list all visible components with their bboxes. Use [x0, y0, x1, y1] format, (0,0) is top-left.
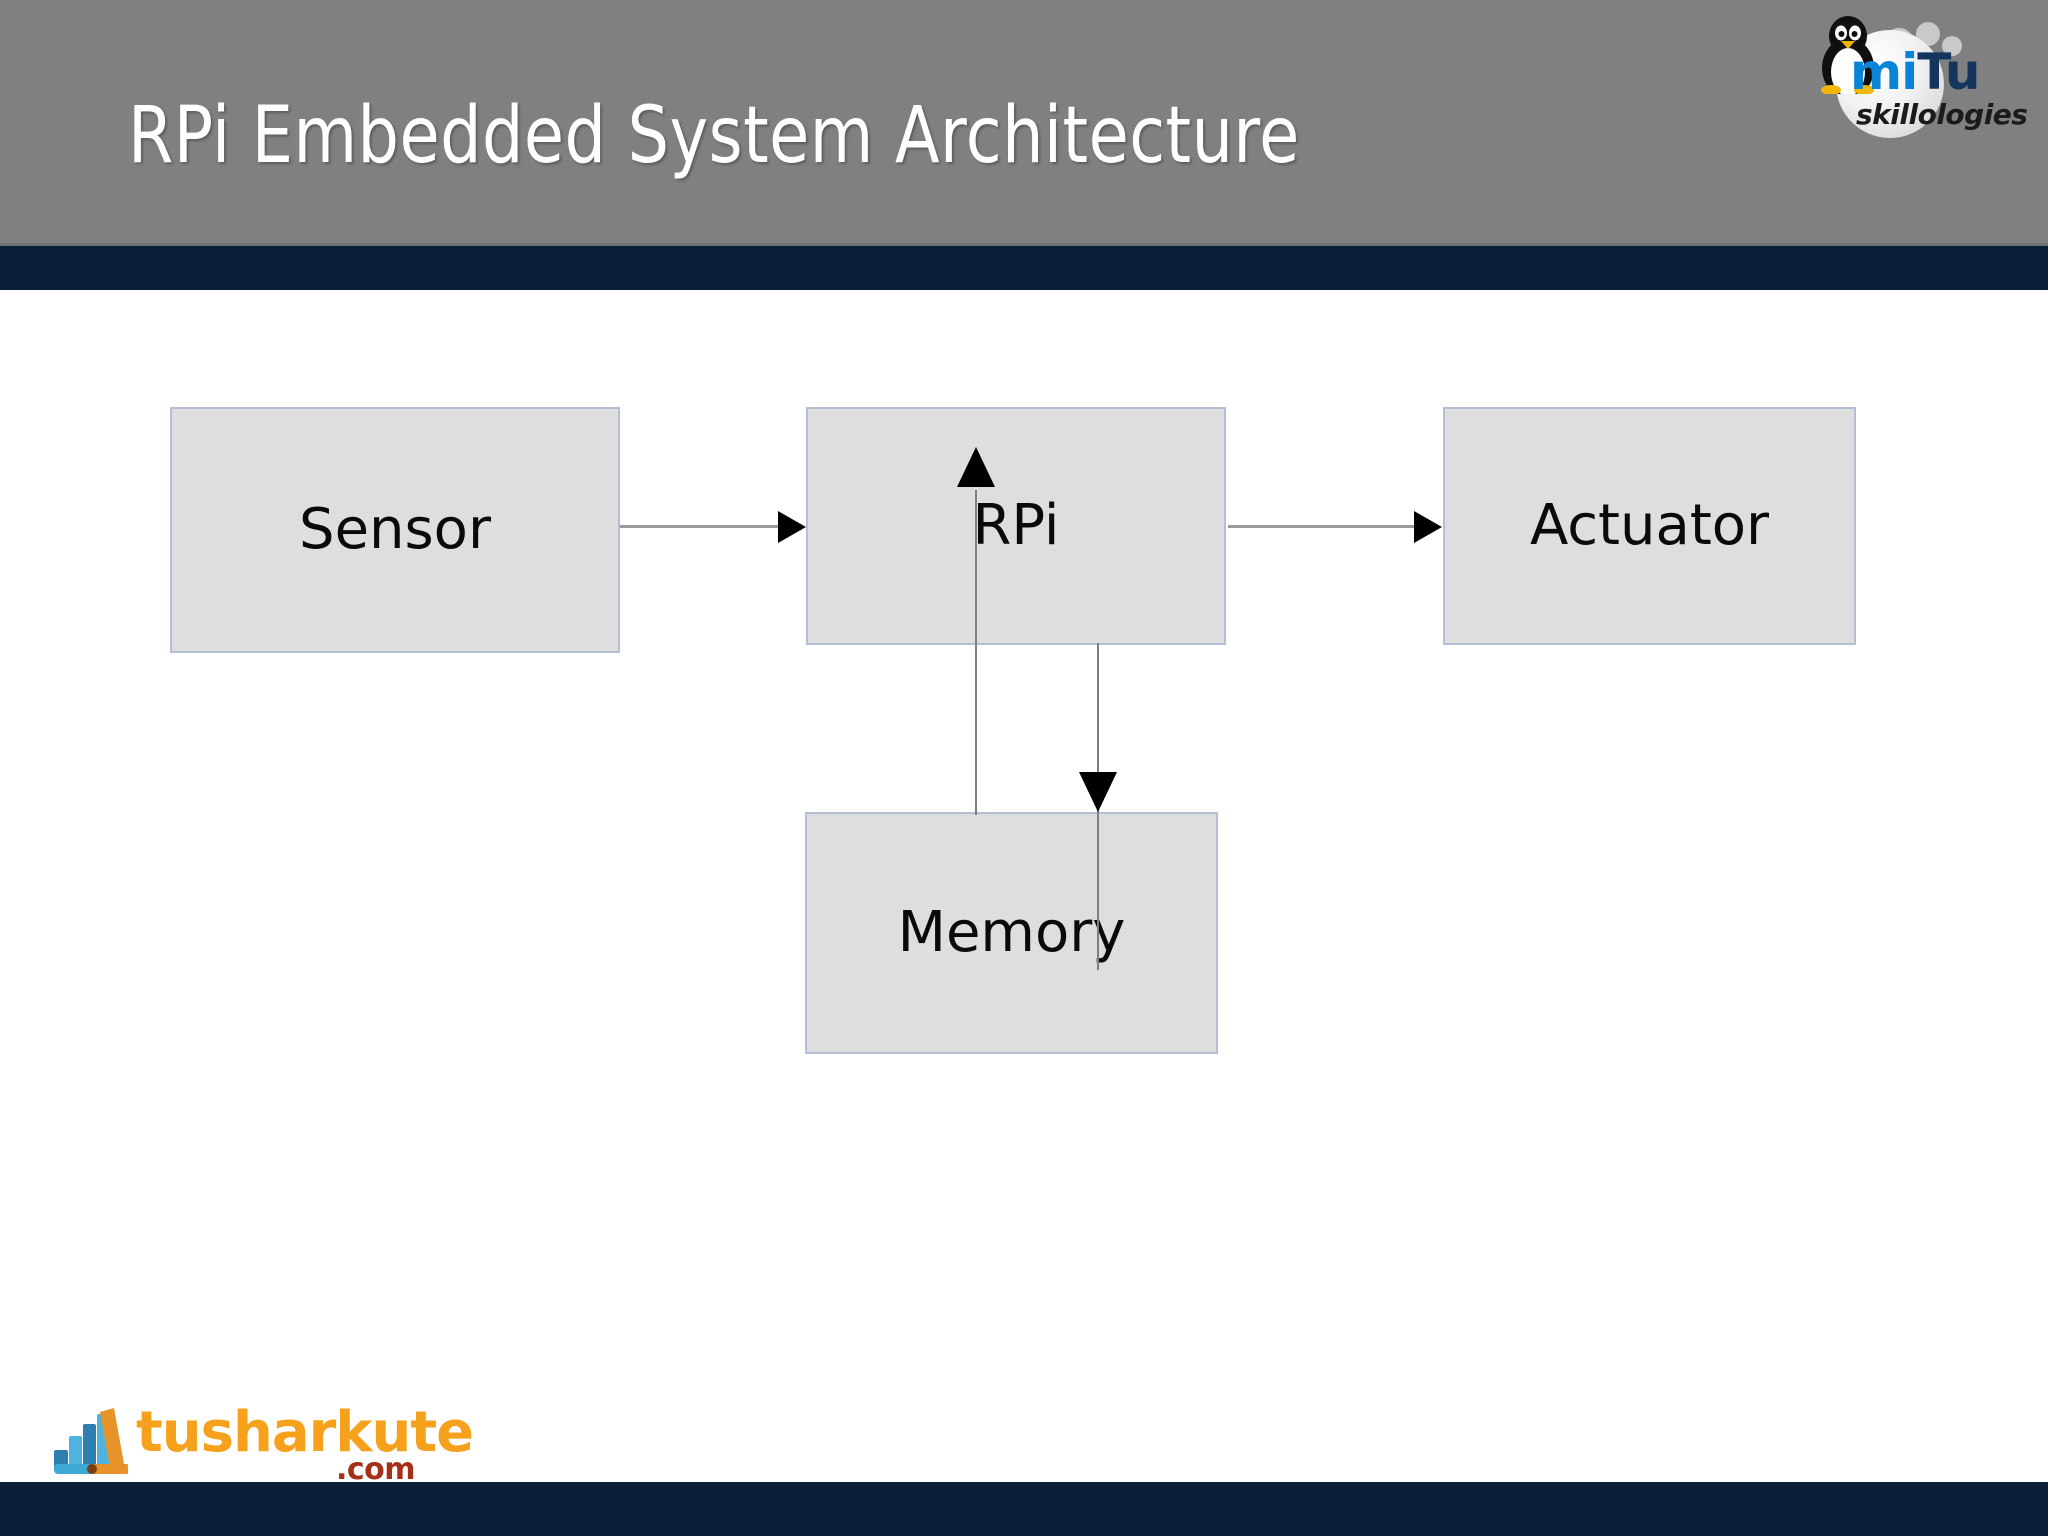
logo-subtitle: skillologies — [1856, 98, 2028, 131]
book-stack-icon — [54, 1408, 128, 1474]
arrow-right-icon — [1414, 511, 1442, 543]
node-label-rpi: RPi — [972, 493, 1060, 558]
header-divider-rule — [0, 243, 2048, 246]
architecture-diagram: Sensor RPi Actuator Memory — [0, 290, 2048, 1480]
arrow-down-icon — [1079, 772, 1117, 812]
diagram-node-sensor[interactable]: Sensor — [170, 407, 620, 653]
connector-line — [1228, 525, 1416, 528]
logo-word-mi: mi — [1850, 43, 1918, 101]
node-label-memory: Memory — [897, 900, 1126, 965]
footer-logo-tld: .com — [336, 1452, 416, 1487]
logo-word-tu: Tu — [1917, 43, 1980, 101]
diagram-node-memory[interactable]: Memory — [805, 812, 1218, 1054]
arrow-right-icon — [778, 511, 806, 543]
connector-line — [975, 490, 977, 815]
tux-penguin-icon — [1821, 16, 1874, 94]
logo-wordmark: miTu — [1850, 43, 1980, 101]
diagram-node-rpi[interactable]: RPi — [806, 407, 1226, 645]
connector-line — [620, 525, 780, 528]
node-label-actuator: Actuator — [1529, 493, 1770, 558]
arrow-up-icon — [957, 447, 995, 487]
logo-bubble-dot-icon — [1942, 36, 1962, 56]
footer-accent-band — [0, 1482, 2048, 1536]
mitu-skillologies-logo: miTu skillologies — [1796, 6, 2036, 142]
tusharkute-logo: tusharkute .com — [52, 1402, 474, 1487]
node-label-sensor: Sensor — [299, 497, 491, 562]
header-band — [0, 0, 2048, 243]
footer-logo-wordmark: tusharkute — [136, 1400, 474, 1465]
header-accent-band — [0, 246, 2048, 290]
page-title: RPi Embedded System Architecture — [128, 91, 1300, 181]
diagram-node-actuator[interactable]: Actuator — [1443, 407, 1856, 645]
